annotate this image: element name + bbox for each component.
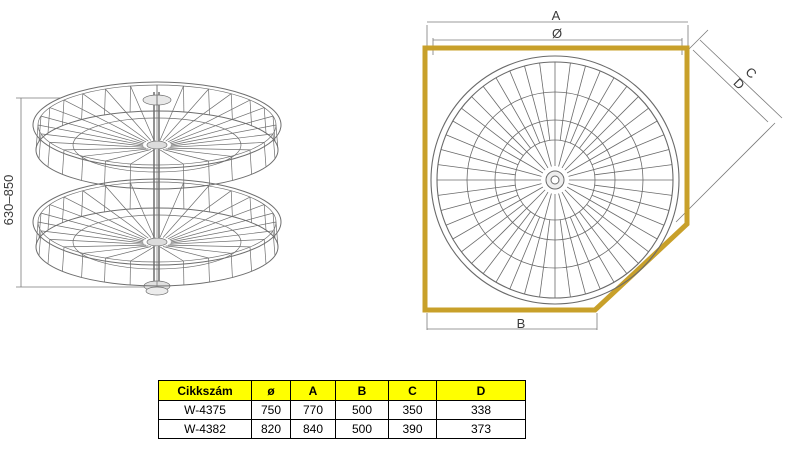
spec-table: Cikkszám ø A B C D W-4375 750 770 500 35… <box>158 380 526 439</box>
cell-b: 500 <box>335 400 389 420</box>
cell-d: 338 <box>436 400 526 420</box>
cell-a: 840 <box>290 419 336 439</box>
table-header-row: Cikkszám ø A B C D <box>158 380 526 401</box>
cell-a: 770 <box>290 400 336 420</box>
cell-diameter: 750 <box>251 400 291 420</box>
cell-sku: W-4375 <box>158 400 252 420</box>
header-d: D <box>436 380 526 401</box>
dimension-diameter-label: Ø <box>552 26 562 41</box>
cell-c: 350 <box>388 400 437 420</box>
header-c: C <box>388 380 437 401</box>
cell-d: 373 <box>436 419 526 439</box>
cell-b: 500 <box>335 419 389 439</box>
height-label: 630–850 <box>1 175 16 226</box>
carousel-side-view <box>32 81 282 296</box>
header-cikkszam: Cikkszám <box>158 380 252 401</box>
dimension-b-label: B <box>517 316 526 331</box>
table-row: W-4382 820 840 500 390 373 <box>158 419 526 439</box>
header-b: B <box>335 380 389 401</box>
cell-diameter: 820 <box>251 419 291 439</box>
cell-sku: W-4382 <box>158 419 252 439</box>
cabinet-frame <box>422 45 690 313</box>
table-row: W-4375 750 770 500 350 338 <box>158 400 526 420</box>
height-dimension <box>16 97 150 288</box>
carousel-top-view <box>430 55 680 305</box>
cell-c: 390 <box>388 419 437 439</box>
top-dimension-lines <box>426 21 783 330</box>
header-diameter: ø <box>251 380 291 401</box>
dimension-a-label: A <box>552 8 561 23</box>
dimension-d-label: D <box>731 75 748 92</box>
header-a: A <box>290 380 336 401</box>
